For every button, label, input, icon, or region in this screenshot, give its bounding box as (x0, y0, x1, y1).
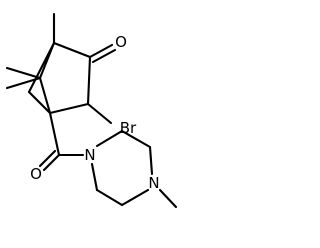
atom-bromine: Br (120, 119, 137, 137)
atom-nitrogen-amide: N (84, 146, 95, 164)
bond-c1-c2 (52, 41, 92, 59)
atom-oxygen-amide: O (30, 165, 42, 183)
bond-amide-co-2 (38, 149, 57, 168)
atom-nitrogen-methyl: N (148, 174, 159, 192)
bond-ketone-c1 (88, 43, 114, 59)
bond-c4-carbonyl (48, 111, 61, 157)
bond-pip-2 (120, 129, 152, 149)
bond-c4-c5 (27, 90, 52, 115)
bond-c-br (86, 102, 113, 125)
bond-pip-4 (120, 188, 150, 207)
bond-pip-1 (95, 129, 124, 148)
molecule-structure: O Br O N N (5, 12, 178, 209)
bond-pip-6 (90, 162, 99, 192)
atom-oxygen-ketone: O (115, 33, 127, 51)
bond-bridge-c4 (38, 76, 52, 115)
bond-ketone-c2 (91, 48, 117, 64)
bond-bridge-methyl-b (5, 76, 42, 90)
bond-bridge-methyl-a (5, 66, 42, 80)
bond-c2-c3 (86, 55, 92, 106)
bond-amide-co-1 (42, 153, 61, 172)
bond-c3-c4 (48, 102, 90, 115)
bond-pip-5 (95, 188, 124, 207)
bond-n-methyl (158, 188, 178, 209)
bond-c1-bridge (38, 41, 56, 80)
bond-pip-3 (148, 145, 154, 176)
